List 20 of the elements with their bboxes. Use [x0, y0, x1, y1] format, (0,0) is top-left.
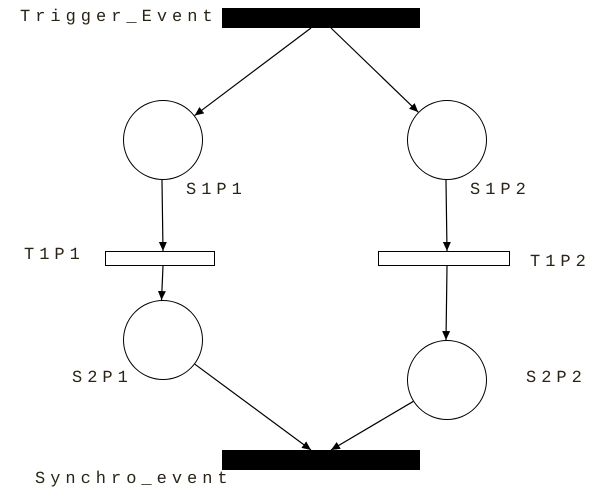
node-label: T1P2 — [530, 253, 591, 273]
arrow — [158, 180, 167, 251]
node-label: S2P1 — [72, 369, 133, 389]
arrow — [330, 28, 419, 113]
arrow — [194, 364, 312, 450]
node-label: S1P2 — [470, 181, 531, 201]
node-label: Synchro_event — [35, 470, 233, 490]
arrow — [194, 28, 312, 116]
arrow — [158, 266, 166, 300]
node-label: S2P2 — [526, 369, 587, 389]
node-label: T1P1 — [24, 246, 85, 266]
arrow — [442, 180, 451, 251]
node-label: S1P1 — [186, 181, 247, 201]
transition-box — [378, 251, 510, 266]
node-label: Trigger_Event — [20, 8, 218, 28]
transition-bar — [222, 450, 420, 470]
transition-box — [105, 251, 215, 266]
arrow — [330, 400, 414, 451]
transition-bar — [222, 8, 420, 28]
arrow — [442, 266, 450, 340]
